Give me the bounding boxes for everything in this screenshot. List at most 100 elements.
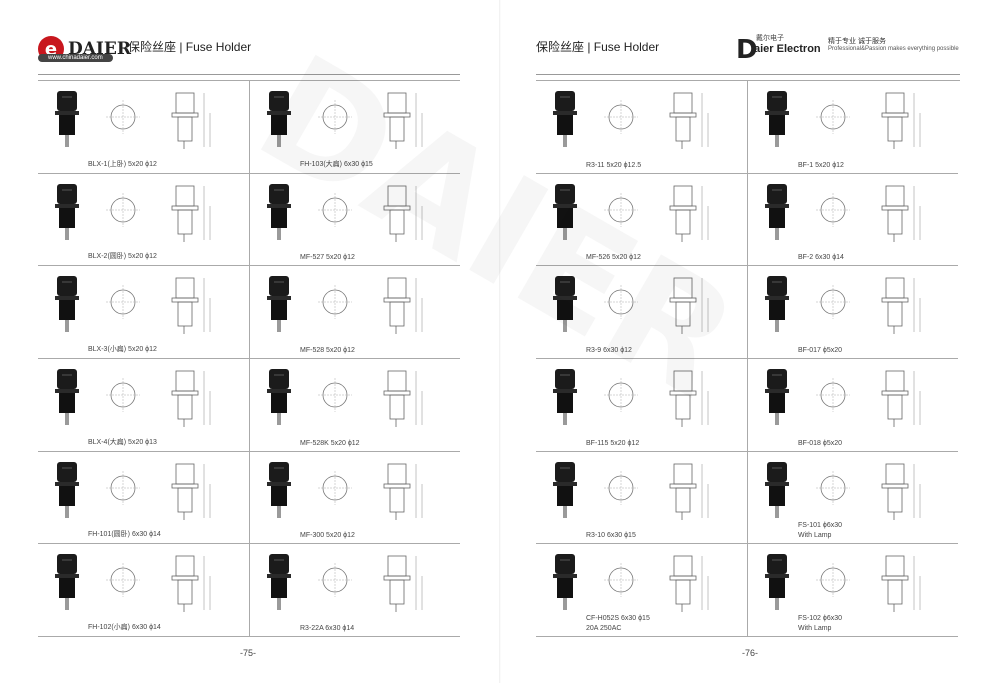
dimension-drawing: [808, 552, 948, 614]
dimension-drawing: [98, 274, 238, 336]
product-model-label: FH-102(小扁) 6x30 ϕ14: [88, 623, 161, 631]
dimension-drawing: [98, 367, 238, 429]
product-cell: MF-300 5x20 ϕ12: [249, 451, 460, 545]
product-model-label: BF-2 6x30 ϕ14: [798, 254, 844, 262]
dimension-drawing: [98, 460, 238, 522]
product-model-label: MF-527 5x20 ϕ12: [300, 254, 355, 262]
product-model-label: CF-H052S 6x30 ϕ15: [586, 614, 650, 622]
product-cell: BF-018 ϕ5x20: [747, 359, 958, 452]
brand-en: aier Electron: [754, 43, 821, 55]
product-photo: [548, 367, 582, 427]
dimension-drawing: [98, 552, 238, 614]
product-photo: [50, 89, 84, 149]
product-cell: R3-9 6x30 ϕ12: [536, 266, 747, 359]
dimension-drawing: [310, 89, 450, 151]
product-model-label: FH-101(圆卧) 6x30 ϕ14: [88, 531, 161, 539]
product-model-label: BLX-3(小扁) 5x20 ϕ12: [88, 345, 157, 353]
page-number-right: -76-: [742, 648, 759, 658]
product-photo: [760, 460, 794, 520]
product-photo: [50, 552, 84, 612]
left-header: e DAIER 保险丝座 | Fuse Holder: [0, 28, 500, 68]
product-photo: [548, 89, 582, 149]
right-header: 保险丝座 | Fuse Holder D 戴尔电子 aier Electron …: [500, 28, 1000, 68]
dimension-drawing: [596, 460, 736, 522]
product-model-label: R3-22A 6x30 ϕ14: [300, 624, 355, 632]
slogan-en: Professional&Passion makes everything po…: [828, 46, 959, 52]
dimension-drawing: [596, 89, 736, 151]
dimension-drawing: [808, 367, 948, 429]
product-cell: MF-528 5x20 ϕ12: [249, 266, 460, 359]
product-model-label: FS-102 ϕ6x30: [798, 614, 842, 622]
left-page: e DAIER 保险丝座 | Fuse Holder www.chinadaie…: [0, 28, 500, 658]
daier-electron-logo: D 戴尔电子 aier Electron 精于专业 诚于服务 Professio…: [736, 33, 976, 67]
header-divider: [38, 74, 460, 75]
dimension-drawing: [310, 460, 450, 522]
product-cell: FH-101(圆卧) 6x30 ϕ14: [38, 452, 249, 545]
product-photo: [262, 274, 296, 334]
product-cell: BLX-2(圆卧) 5x20 ϕ12: [38, 174, 249, 267]
product-model-label: MF-528 5x20 ϕ12: [300, 346, 355, 354]
header-divider: [536, 74, 960, 75]
right-page: 保险丝座 | Fuse Holder D 戴尔电子 aier Electron …: [500, 0, 1000, 683]
product-photo: [548, 552, 582, 612]
product-model-label: BLX-2(圆卧) 5x20 ϕ12: [88, 253, 157, 261]
product-cell: BF-2 6x30 ϕ14: [747, 173, 958, 267]
product-model-label: R3-9 6x30 ϕ12: [586, 346, 632, 354]
product-photo: [262, 367, 296, 427]
logo-d: D: [736, 35, 758, 65]
product-cell: R3-11 5x20 ϕ12.5: [536, 81, 747, 174]
product-photo: [50, 460, 84, 520]
dimension-drawing: [98, 89, 238, 151]
slogan-cn: 精于专业 诚于服务: [828, 38, 886, 45]
website-url[interactable]: www.chinadaier.com: [38, 54, 113, 62]
product-model-label: BF-017 ϕ5x20: [798, 346, 842, 354]
page-fold: [499, 0, 501, 683]
product-model-label: BF-1 5x20 ϕ12: [798, 161, 844, 169]
product-photo: [50, 367, 84, 427]
dimension-drawing: [596, 274, 736, 336]
brand-cn: 戴尔电子: [756, 35, 784, 42]
left-page-title: 保险丝座 | Fuse Holder: [128, 40, 252, 54]
product-model-label: BLX-1(上卧) 5x20 ϕ12: [88, 160, 157, 168]
product-model-label: MF-528K 5x20 ϕ12: [300, 439, 360, 447]
dimension-drawing: [98, 182, 238, 244]
dimension-drawing: [808, 182, 948, 244]
product-cell: R3-10 6x30 ϕ15: [536, 452, 747, 545]
product-photo: [760, 182, 794, 242]
dimension-drawing: [310, 552, 450, 614]
product-sub-label: With Lamp: [798, 532, 832, 540]
product-photo: [262, 89, 296, 149]
dimension-drawing: [596, 182, 736, 244]
product-photo: [548, 460, 582, 520]
product-model-label: FS-101 ϕ6x30: [798, 522, 842, 530]
product-model-label: BLX-4(大扁) 5x20 ϕ13: [88, 438, 157, 446]
product-cell: FH-102(小扁) 6x30 ϕ14: [38, 544, 249, 637]
product-model-label: FH-103(大扁) 6x30 ϕ15: [300, 160, 373, 168]
product-sub-label: 20A 250AC: [586, 624, 622, 632]
product-cell: MF-526 5x20 ϕ12: [536, 174, 747, 267]
dimension-drawing: [808, 460, 948, 522]
product-photo: [50, 182, 84, 242]
product-model-label: MF-526 5x20 ϕ12: [586, 254, 641, 262]
dimension-drawing: [310, 182, 450, 244]
product-cell: BF-1 5x20 ϕ12: [747, 81, 958, 174]
product-model-label: BF-115 5x20 ϕ12: [586, 439, 640, 447]
product-cell: MF-528K 5x20 ϕ12: [249, 359, 460, 452]
right-page-title: 保险丝座 | Fuse Holder: [536, 40, 660, 54]
product-photo: [548, 182, 582, 242]
product-model-label: R3-10 6x30 ϕ15: [586, 532, 636, 540]
dimension-drawing: [310, 367, 450, 429]
product-photo: [760, 552, 794, 612]
product-photo: [50, 274, 84, 334]
product-model-label: MF-300 5x20 ϕ12: [300, 532, 355, 540]
dimension-drawing: [596, 367, 736, 429]
product-cell: MF-527 5x20 ϕ12: [249, 173, 460, 267]
product-photo: [760, 367, 794, 427]
product-cell: R3-22A 6x30 ϕ14: [249, 544, 460, 637]
product-cell: BLX-1(上卧) 5x20 ϕ12: [38, 81, 249, 174]
dimension-drawing: [310, 274, 450, 336]
page-number-left: -75-: [240, 648, 257, 658]
